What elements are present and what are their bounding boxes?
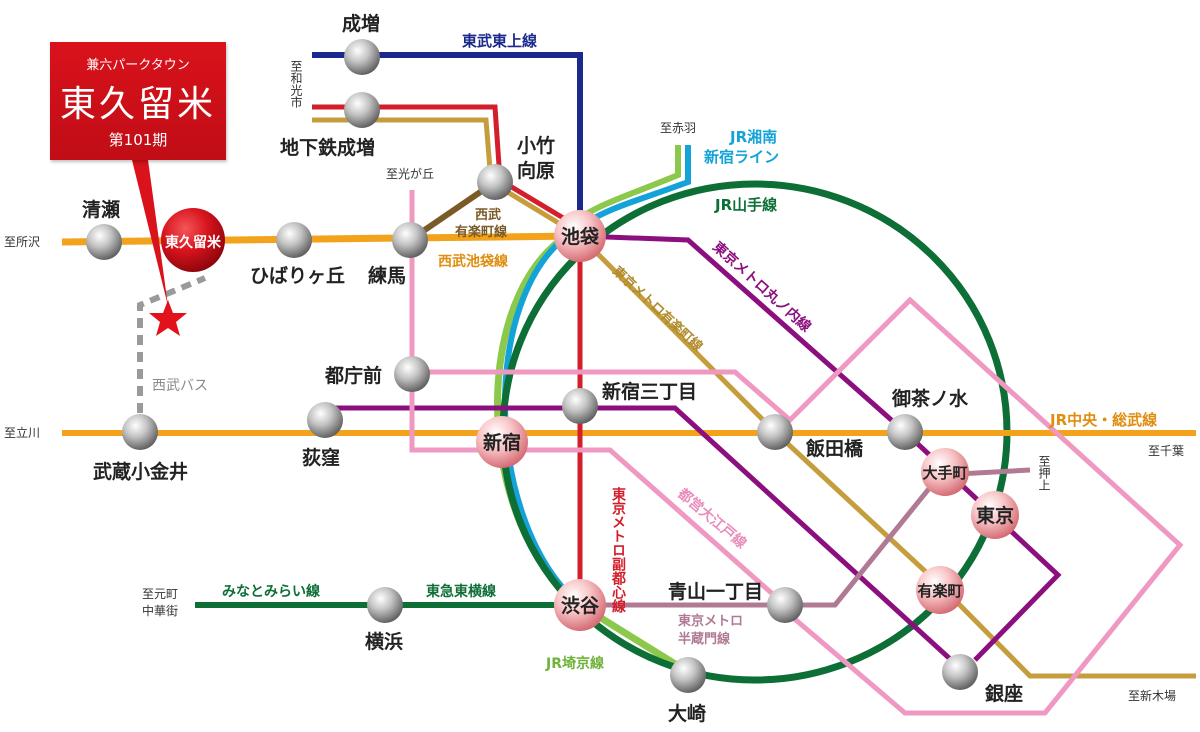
- tobu-tojo-line: [312, 52, 583, 236]
- property-star-icon[interactable]: [149, 300, 187, 336]
- station-marker-ginza[interactable]: [942, 654, 978, 690]
- station-marker-shinjuku-sanchome[interactable]: [562, 388, 598, 424]
- station-marker-shinjuku[interactable]: [476, 416, 528, 468]
- dir-chiba: 至千葉: [1148, 444, 1184, 458]
- dir-tokorozawa: 至所沢: [4, 235, 40, 249]
- label-shinjuku-sanchome: 新宿三丁目: [602, 380, 697, 403]
- label-ikebukuro: 池袋: [561, 225, 600, 248]
- label-iidabashi: 飯田橋: [805, 437, 864, 460]
- label-kotake-1: 小竹: [517, 134, 555, 157]
- dir-oshiage: 至押上: [1037, 455, 1051, 491]
- label-narimasu: 成増: [342, 12, 380, 35]
- label-seibu-bus: 西武バス: [152, 378, 208, 394]
- station-marker-higashikurume[interactable]: [161, 208, 225, 272]
- label-metro-yurakucho: 東京メトロ有楽町線: [609, 263, 706, 355]
- station-marker-hibarigaoka[interactable]: [276, 222, 312, 258]
- station-marker-ogikubo[interactable]: [307, 402, 343, 438]
- label-toyoko: 東急東横線: [426, 583, 496, 600]
- station-marker-kotake[interactable]: [477, 164, 513, 200]
- label-aoyama: 青山一丁目: [668, 581, 763, 603]
- shonan-line: [502, 145, 691, 608]
- dir-motomachi-2: 中華街: [142, 603, 178, 618]
- station-marker-ikebukuro[interactable]: [554, 210, 606, 262]
- property-name: 東久留米: [59, 84, 216, 125]
- seibu-bus-route: [137, 275, 207, 430]
- station-marker-iidabashi[interactable]: [757, 414, 793, 450]
- label-saikyo: JR埼京線: [545, 655, 604, 672]
- label-musashikoganei: 武蔵小金井: [93, 460, 188, 483]
- dir-wakoshi: 至和光市: [289, 60, 303, 108]
- oedo-line: [409, 190, 1184, 716]
- label-kotake-2: 向原: [517, 159, 555, 182]
- label-hanzomon-1: 東京メトロ: [678, 613, 743, 629]
- label-osaki: 大崎: [668, 702, 706, 725]
- label-otemachi: 大手町: [922, 464, 967, 482]
- hanzomon-line: [580, 467, 1031, 608]
- label-tochomae: 都庁前: [324, 364, 382, 387]
- label-ochanomizu: 御茶ノ水: [891, 387, 969, 410]
- dir-motomachi-1: 至元町: [142, 587, 178, 601]
- dir-tachikawa: 至立川: [4, 425, 40, 440]
- station-marker-chikatetsu-narimasu[interactable]: [344, 92, 380, 128]
- station-marker-aoyama[interactable]: [767, 587, 803, 623]
- label-hibarigaoka: ひばりヶ丘: [250, 265, 345, 287]
- label-fukutoshin: 東京メトロ副都心線: [610, 486, 627, 614]
- dir-shinkiba: 至新木場: [1128, 688, 1176, 703]
- station-marker-yurakucho[interactable]: [916, 566, 964, 614]
- label-nerima: 練馬: [368, 264, 406, 287]
- label-seibu-ikebukuro: 西武池袋線: [438, 253, 508, 270]
- seibu-ikebukuro-line: [61, 232, 581, 246]
- label-chikatetsu-narimasu: 地下鉄成増: [280, 136, 375, 159]
- dir-hikarigaoka: 至光が丘: [386, 166, 434, 181]
- station-marker-kiyose[interactable]: [86, 224, 122, 260]
- saikyo-to-akabane: [573, 145, 681, 225]
- label-jr-shonan-1: JR湘南: [729, 128, 777, 146]
- label-hanzomon-2: 半蔵門線: [678, 631, 731, 647]
- station-marker-otemachi[interactable]: [921, 448, 969, 496]
- label-shinjuku: 新宿: [483, 431, 521, 454]
- yurakucho-line: [312, 117, 1196, 679]
- label-ginza: 銀座: [985, 682, 1023, 705]
- property-brand: 兼六パークタウン: [86, 58, 190, 73]
- station-marker-tochomae[interactable]: [394, 356, 430, 392]
- station-marker-nerima[interactable]: [392, 222, 428, 258]
- station-marker-narimasu[interactable]: [344, 39, 380, 75]
- label-jr-shonan-2: 新宿ライン: [704, 148, 779, 166]
- label-yurakucho: 有楽町: [917, 582, 962, 600]
- station-marker-ochanomizu[interactable]: [887, 414, 923, 450]
- station-marker-tokyo[interactable]: [971, 491, 1019, 539]
- property-phase: 第101期: [108, 131, 168, 149]
- label-tobu-tojo: 東武東上線: [462, 32, 537, 50]
- label-jr-yamanote: JR山手線: [714, 196, 777, 214]
- callout-pointer: [132, 160, 168, 306]
- label-kiyose: 清瀬: [82, 198, 120, 221]
- station-marker-shibuya[interactable]: [554, 579, 606, 631]
- label-shibuya: 渋谷: [561, 594, 600, 617]
- label-higashikurume-in-marker: 東久留米: [165, 234, 222, 251]
- station-marker-musashikoganei[interactable]: [122, 414, 158, 450]
- station-marker-osaki[interactable]: [670, 657, 706, 693]
- station-marker-yokohama[interactable]: [367, 587, 403, 623]
- label-jr-chuo: JR中央・総武線: [1049, 411, 1157, 429]
- property-callout[interactable]: 兼六パークタウン 東久留米 第101期: [50, 42, 226, 160]
- label-ogikubo: 荻窪: [302, 446, 340, 469]
- label-marunouchi: 東京メトロ丸ノ内線: [709, 238, 814, 335]
- label-seibu-yurakucho-2: 有楽町線: [455, 224, 508, 240]
- dir-akabane: 至赤羽: [660, 121, 696, 135]
- label-tokyo: 東京: [976, 504, 1014, 527]
- label-seibu-yurakucho-1: 西武: [475, 207, 501, 223]
- label-yokohama: 横浜: [365, 630, 403, 653]
- label-minatomirai: みなとみらい線: [222, 583, 320, 600]
